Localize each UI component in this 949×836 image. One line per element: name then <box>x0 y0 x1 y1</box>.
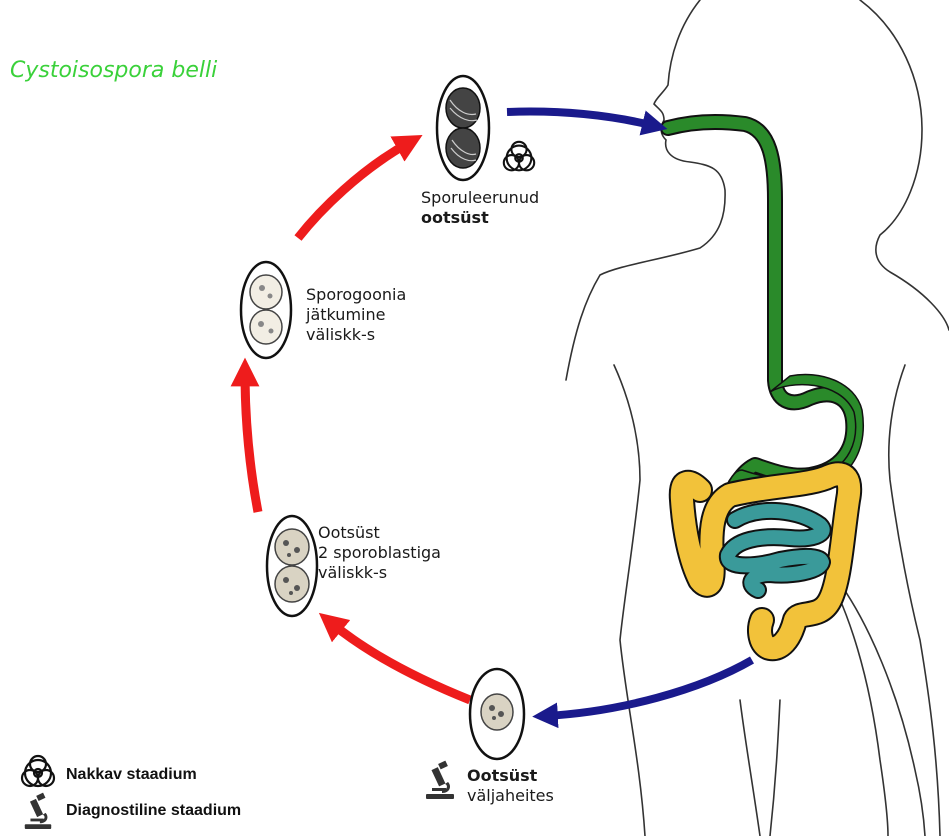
arrow-excretion <box>545 660 752 716</box>
diagram-title: Cystoisospora belli <box>10 58 217 83</box>
arrow-to-two-sporoblasts <box>330 622 470 700</box>
biohazard-icon <box>500 138 538 181</box>
label-sporogony: Sporogoonia jätkumine väliskk-s <box>306 285 406 345</box>
arrow-to-sporogony <box>245 372 258 512</box>
microscope-icon <box>422 760 458 805</box>
two-sporoblast-oocyst <box>267 516 317 616</box>
legend-microscope-icon <box>16 792 60 830</box>
label-feces: Ootsüst väljaheites <box>467 766 554 806</box>
esophagus-stomach <box>668 122 863 496</box>
fecal-oocyst <box>470 669 524 759</box>
sporogony-oocyst <box>241 262 291 358</box>
label-sporulated: Sporuleerunud ootsüst <box>421 188 539 228</box>
legend-diagnostic: Diagnostiline staadium <box>16 792 241 830</box>
sporulated-oocyst <box>437 76 489 180</box>
legend-infective-label: Nakkav staadium <box>66 766 197 784</box>
small-intestine <box>728 511 823 590</box>
arrow-ingestion <box>507 112 655 126</box>
legend-biohazard-icon <box>16 752 60 797</box>
legend-diagnostic-label: Diagnostiline staadium <box>66 802 241 820</box>
legend-infective: Nakkav staadium <box>16 752 197 797</box>
label-two-sporoblasts: Ootsüst 2 sporoblastiga väliskk-s <box>318 523 441 583</box>
arrow-to-sporulated <box>298 142 410 238</box>
